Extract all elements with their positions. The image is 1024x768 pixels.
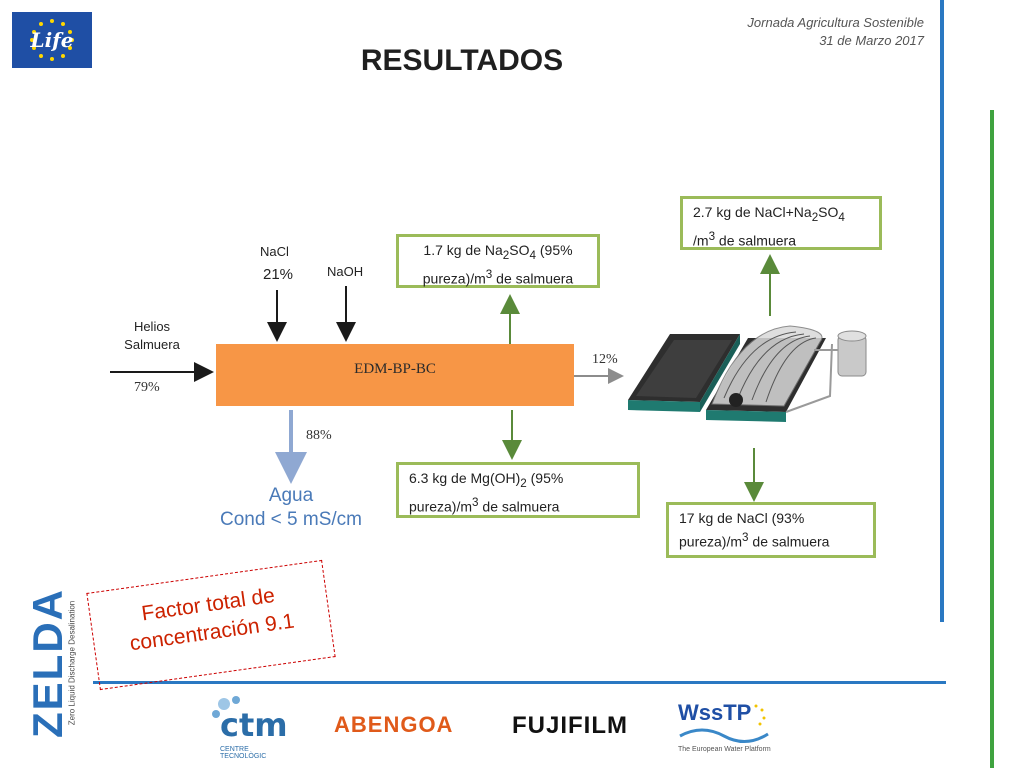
output-mixed-line1: 2.7 kg de NaCl+Na2SO4: [693, 204, 845, 224]
process-box-edm-bp-bc: EDM-BP-BC: [216, 344, 574, 406]
input-label-line2: Salmuera: [124, 337, 180, 352]
output-box-mixed-salt: 2.7 kg de NaCl+Na2SO4 /m3 de salmuera: [680, 196, 882, 250]
right-accent-line-blue: [940, 0, 944, 622]
eu-life-logo: Life: [12, 12, 92, 68]
output-box-nacl: 17 kg de NaCl (93% pureza)/m3 de salmuer…: [666, 502, 876, 558]
output-box-mgoh2: 6.3 kg de Mg(OH)2 (95% pureza)/m3 de sal…: [396, 462, 640, 518]
output-na2so4-line1: 1.7 kg de Na2SO4 (95%: [423, 242, 573, 262]
ctm-logo-subtext: CENTRE TECNOLÒGIC: [220, 746, 267, 760]
bottom-divider-line: [93, 681, 946, 684]
evaporation-pond-illustration: [628, 325, 867, 422]
eu-stars-icon: [30, 19, 74, 61]
water-label-line2: Cond < 5 mS/cm: [219, 509, 363, 530]
ctm-bubbles-icon: [212, 696, 240, 718]
abengoa-logo: ABENGOA: [334, 712, 454, 737]
output-nacl-line1: 17 kg de NaCl (93%: [679, 510, 805, 526]
ctm-logo-text: ctm: [220, 706, 288, 744]
water-percent: 88%: [306, 428, 332, 443]
wsstp-logo: WssTP The European Water Platform: [676, 696, 772, 758]
ctm-logo: ctm CENTRE TECNOLÒGIC: [206, 694, 296, 760]
zelda-tagline: Zero Liquid Discharge Desalination: [61, 588, 83, 738]
water-label-line1: Agua: [268, 485, 314, 506]
output-mgoh2-line1: 6.3 kg de Mg(OH)2 (95%: [409, 470, 564, 490]
wsstp-wave-icon: [679, 704, 769, 743]
life-logo-text: Life: [30, 28, 74, 52]
nacl-percent: 21%: [263, 266, 294, 283]
process-label: EDM-BP-BC: [354, 361, 436, 377]
wsstp-logo-text: WssTP: [678, 700, 752, 725]
zelda-tagline-text: Zero Liquid Discharge Desalination: [67, 600, 77, 726]
event-name: Jornada Agricultura Sostenible: [747, 15, 924, 30]
page-title: RESULTADOS: [360, 44, 564, 77]
event-info: Jornada Agricultura Sostenible 31 de Mar…: [747, 14, 924, 50]
event-date: 31 de Marzo 2017: [819, 33, 924, 48]
output-nacl-line2: pureza)/m3 de salmuera: [679, 531, 830, 550]
output-box-na2so4: 1.7 kg de Na2SO4 (95% pureza)/m3 de salm…: [396, 234, 600, 288]
water-output-label: Agua Cond < 5 mS/cm: [212, 484, 370, 532]
concentration-factor-text: Factor total de concentración 9.1: [89, 575, 330, 663]
right-accent-line-green: [990, 110, 994, 768]
input-percent: 79%: [134, 380, 160, 395]
input-label-line1: Helios: [133, 319, 171, 334]
output-mixed-line2: /m3 de salmuera: [693, 229, 796, 249]
input-label: Helios Salmuera: [120, 318, 184, 354]
output-na2so4-line2: pureza)/m3 de salmuera: [422, 267, 574, 287]
output-mgoh2-line2: pureza)/m3 de salmuera: [409, 495, 560, 515]
fujifilm-logo: FUJIFILM: [512, 712, 628, 739]
naoh-label: NaOH: [327, 264, 364, 279]
evaporation-percent: 12%: [592, 352, 618, 367]
wsstp-logo-subtext: The European Water Platform: [678, 746, 771, 753]
nacl-label: NaCl: [260, 244, 289, 259]
